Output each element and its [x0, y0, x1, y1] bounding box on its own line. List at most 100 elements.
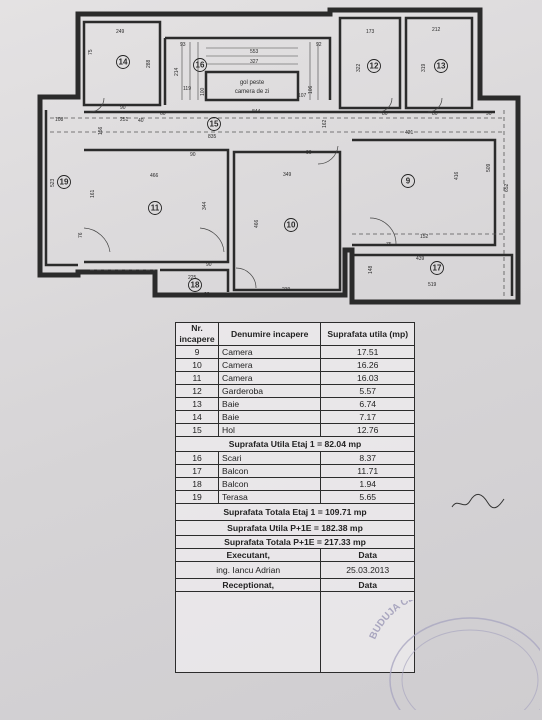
svg-text:100: 100	[200, 87, 206, 96]
header-nr: Nr. incapere	[175, 322, 219, 346]
svg-text:212: 212	[432, 27, 441, 33]
svg-text:523: 523	[50, 178, 56, 187]
svg-text:40: 40	[138, 118, 144, 124]
svg-text:90: 90	[120, 105, 126, 111]
svg-text:162: 162	[322, 119, 328, 128]
svg-text:108: 108	[55, 117, 64, 123]
svg-text:18: 18	[191, 281, 200, 290]
svg-text:288: 288	[146, 59, 152, 68]
svg-text:80: 80	[382, 111, 388, 117]
svg-text:416: 416	[454, 171, 460, 180]
svg-text:13: 13	[437, 62, 446, 71]
svg-text:553: 553	[250, 49, 259, 55]
svg-text:119: 119	[183, 86, 191, 92]
svg-text:161: 161	[90, 189, 96, 198]
room-label-15: 15	[207, 117, 221, 131]
svg-text:107: 107	[298, 93, 307, 99]
svg-text:214: 214	[174, 67, 180, 76]
dimension-labels: 249 173 212 93 553 92 327 214 119 75 288…	[50, 27, 510, 298]
table-header: Nr. incapere Denumire incapere Suprafata…	[175, 322, 415, 346]
svg-text:319: 319	[421, 63, 427, 72]
svg-text:75: 75	[88, 49, 94, 55]
svg-text:466: 466	[150, 173, 159, 179]
summary-row: Suprafata Utila P+1E = 182.38 mp	[175, 520, 415, 536]
svg-text:60: 60	[160, 111, 166, 117]
svg-text:509: 509	[486, 163, 492, 172]
room-label-19: 19	[57, 175, 71, 189]
room-label-12: 12	[367, 59, 381, 73]
floor-plan: 14 16 12 13 15 19 11 10 9 17 18 gol pest…	[37, 7, 521, 305]
void-label-line2: camera de zi	[235, 89, 269, 95]
svg-text:844: 844	[252, 109, 261, 115]
svg-text:152: 152	[420, 234, 429, 240]
summary-row: Suprafata Totala Etaj 1 = 109.71 mp	[175, 503, 415, 521]
svg-text:BUDUJA CLAUDIU: BUDUJA CLAUDIU	[368, 600, 445, 641]
svg-text:251: 251	[120, 117, 129, 123]
svg-text:173: 173	[366, 29, 375, 35]
surface-area-table: Nr. incapere Denumire incapere Suprafata…	[174, 322, 415, 673]
executant-detail-row: ing. Iancu Adrian 25.03.2013	[174, 561, 415, 579]
svg-text:19: 19	[60, 178, 69, 187]
room-label-10: 10	[284, 218, 298, 232]
room-label-17: 17	[430, 261, 444, 275]
svg-text:344: 344	[202, 201, 208, 210]
header-denumire: Denumire incapere	[217, 322, 322, 346]
receptionat-row: Receptionat, Data	[174, 578, 415, 592]
svg-text:249: 249	[116, 29, 125, 35]
svg-text:225: 225	[188, 275, 197, 281]
svg-text:421: 421	[405, 130, 414, 136]
svg-text:14: 14	[119, 58, 128, 67]
svg-text:90: 90	[206, 262, 212, 268]
header-suprafata: Suprafata utila (mp)	[320, 322, 415, 346]
svg-text:148: 148	[368, 265, 374, 274]
svg-text:16: 16	[196, 61, 205, 70]
svg-text:90: 90	[306, 150, 312, 156]
svg-text:439: 439	[416, 256, 425, 262]
svg-text:80: 80	[432, 111, 438, 117]
svg-text:15: 15	[210, 120, 219, 129]
svg-text:17: 17	[433, 264, 442, 273]
svg-text:9: 9	[406, 177, 411, 186]
svg-text:75: 75	[386, 242, 392, 248]
svg-text:156: 156	[98, 126, 104, 135]
receptionat-blank-row	[174, 591, 415, 673]
svg-text:322: 322	[356, 63, 362, 72]
svg-text:90: 90	[486, 111, 492, 117]
svg-text:652: 652	[504, 183, 510, 192]
svg-text:90: 90	[204, 292, 210, 298]
svg-text:106: 106	[308, 85, 314, 94]
svg-text:10: 10	[287, 221, 296, 230]
room-label-18: 18	[188, 278, 202, 292]
svg-text:835: 835	[208, 134, 217, 140]
official-stamp: BUDUJA CLAUDIU	[368, 600, 540, 710]
room-label-9: 9	[401, 174, 415, 188]
room-label-16: 16	[193, 58, 207, 72]
room-label-11: 11	[148, 201, 162, 215]
svg-text:349: 349	[283, 172, 292, 178]
executant-row: Executant, Data	[174, 548, 415, 562]
svg-text:93: 93	[180, 42, 186, 48]
svg-text:466: 466	[254, 219, 260, 228]
svg-text:92: 92	[316, 42, 322, 48]
summary-row: Suprafata Totala P+1E = 217.33 mp	[175, 535, 415, 549]
svg-text:239: 239	[282, 287, 291, 293]
svg-text:11: 11	[151, 204, 160, 213]
summary-row: Suprafata Utila Etaj 1 = 82.04 mp	[175, 436, 415, 452]
svg-text:76: 76	[78, 232, 84, 238]
void-label-line1: gol peste	[240, 80, 265, 86]
signature	[451, 494, 505, 509]
room-label-14: 14	[116, 55, 130, 69]
stamp-text: BUDUJA CLAUDIU	[368, 600, 445, 641]
